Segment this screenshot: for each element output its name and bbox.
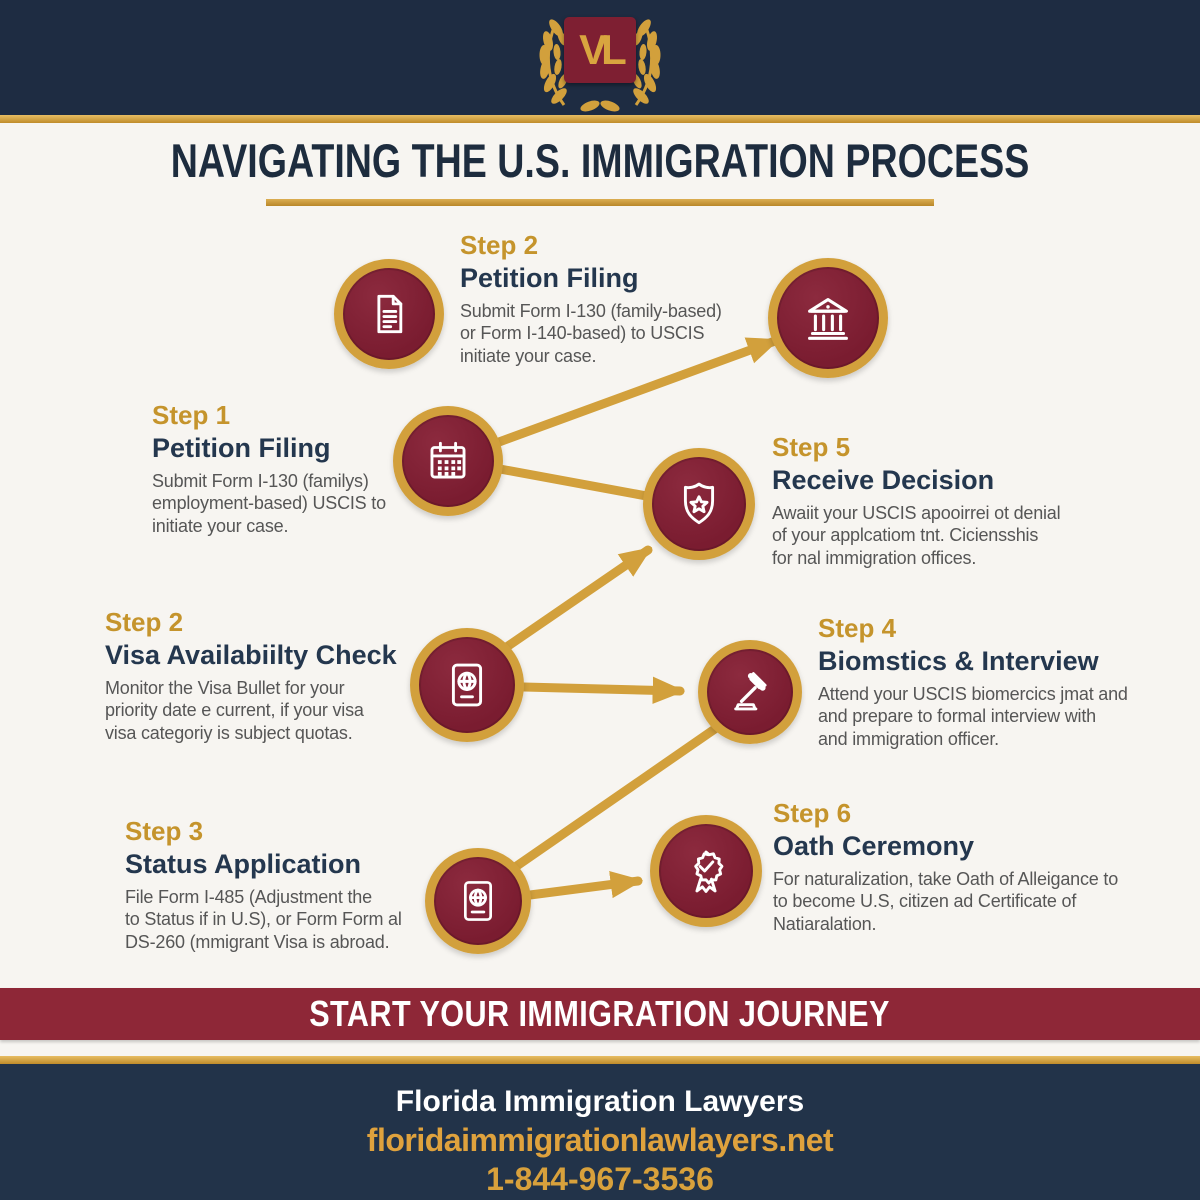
gavel-icon	[734, 672, 767, 711]
step-heading: Petition Filing	[460, 263, 639, 293]
bank-building-icon	[808, 298, 848, 340]
footer-band: Florida Immigration Lawyers floridaimmig…	[0, 1064, 1200, 1200]
document-icon	[377, 294, 403, 334]
step-body: Submit Form I-130 (family-based) or Form…	[460, 301, 722, 366]
medal-check-icon	[694, 850, 724, 893]
logo-monogram: VL	[564, 16, 636, 83]
page-title: NAVIGATING THE U.S. IMMIGRATION PROCESS	[170, 134, 1030, 187]
step-label: Step 3	[125, 816, 204, 846]
flow-node-filing-date	[393, 406, 503, 516]
step-body: Monitor the Visa Bullet for your priorit…	[105, 678, 364, 743]
flow-node-status-passport	[425, 848, 531, 954]
step-body: Submit Form I-130 (familys) employment-b…	[152, 471, 386, 536]
step-block-biometrics-interview: Step 4 Biomstics & Interview Attend your…	[818, 613, 1128, 750]
step-heading: Oath Ceremony	[773, 831, 975, 861]
shield-star-icon	[683, 482, 715, 525]
passport-globe-icon	[451, 663, 483, 707]
calendar-icon	[430, 441, 466, 479]
step-block-petition-filing: Step 1 Petition Filing Submit Form I-130…	[152, 400, 386, 537]
flow-node-uscis-office	[768, 258, 888, 378]
step-block-visa-availability: Step 2 Visa Availabiilty Check Monitor t…	[105, 607, 397, 744]
flow-node-visa-passport	[410, 628, 524, 742]
step-label: Step 5	[772, 432, 851, 462]
flow-node-oath-medal	[650, 815, 762, 927]
passport-icon	[463, 881, 493, 921]
step-heading: Visa Availabiilty Check	[105, 640, 397, 670]
step-body: File Form I-485 (Adjustment the to Statu…	[125, 887, 402, 952]
step-body: Awaiit your USCIS apooirrei ot denial of…	[772, 503, 1061, 568]
step-heading: Status Application	[125, 849, 362, 879]
step-label: Step 1	[152, 400, 231, 430]
step-block-receive-decision: Step 5 Receive Decision Awaiit your USCI…	[772, 432, 1061, 569]
step-heading: Receive Decision	[772, 465, 995, 495]
step-label: Step 2	[460, 230, 539, 260]
step-body: Attend your USCIS biomercics jmat and an…	[818, 684, 1128, 749]
gold-divider-top	[0, 115, 1200, 123]
step-label: Step 4	[818, 613, 897, 643]
step-block-oath-ceremony: Step 6 Oath Ceremony For naturalization,…	[773, 798, 1118, 935]
logo: VL	[0, 0, 1200, 115]
cta-banner-text: START YOUR IMMIGRATION JOURNEY	[309, 993, 891, 1034]
website-url: floridaimmigrationlawlayers.net	[366, 1122, 834, 1158]
step-heading: Petition Filing	[152, 433, 331, 463]
title-underline	[266, 199, 934, 206]
step-block-petition-filing-top: Step 2 Petition Filing Submit Form I-130…	[460, 230, 722, 367]
flow-node-interview-gavel	[698, 640, 802, 744]
step-body: For naturalization, take Oath of Alleiga…	[773, 869, 1119, 934]
step-label: Step 2	[105, 607, 184, 637]
step-heading: Biomstics & Interview	[818, 646, 1099, 676]
step-block-status-application: Step 3 Status Application File Form I-48…	[125, 816, 402, 953]
gold-divider-bottom	[0, 1056, 1200, 1064]
company-name: Florida Immigration Lawyers	[395, 1085, 805, 1118]
phone-number: 1-844-967-3536	[486, 1161, 714, 1197]
flow-node-petition-document	[334, 259, 444, 369]
flow-node-decision-shield	[643, 448, 755, 560]
cta-banner: START YOUR IMMIGRATION JOURNEY	[0, 988, 1200, 1040]
laurel-wreath-icon	[539, 18, 661, 111]
step-label: Step 6	[773, 798, 852, 828]
